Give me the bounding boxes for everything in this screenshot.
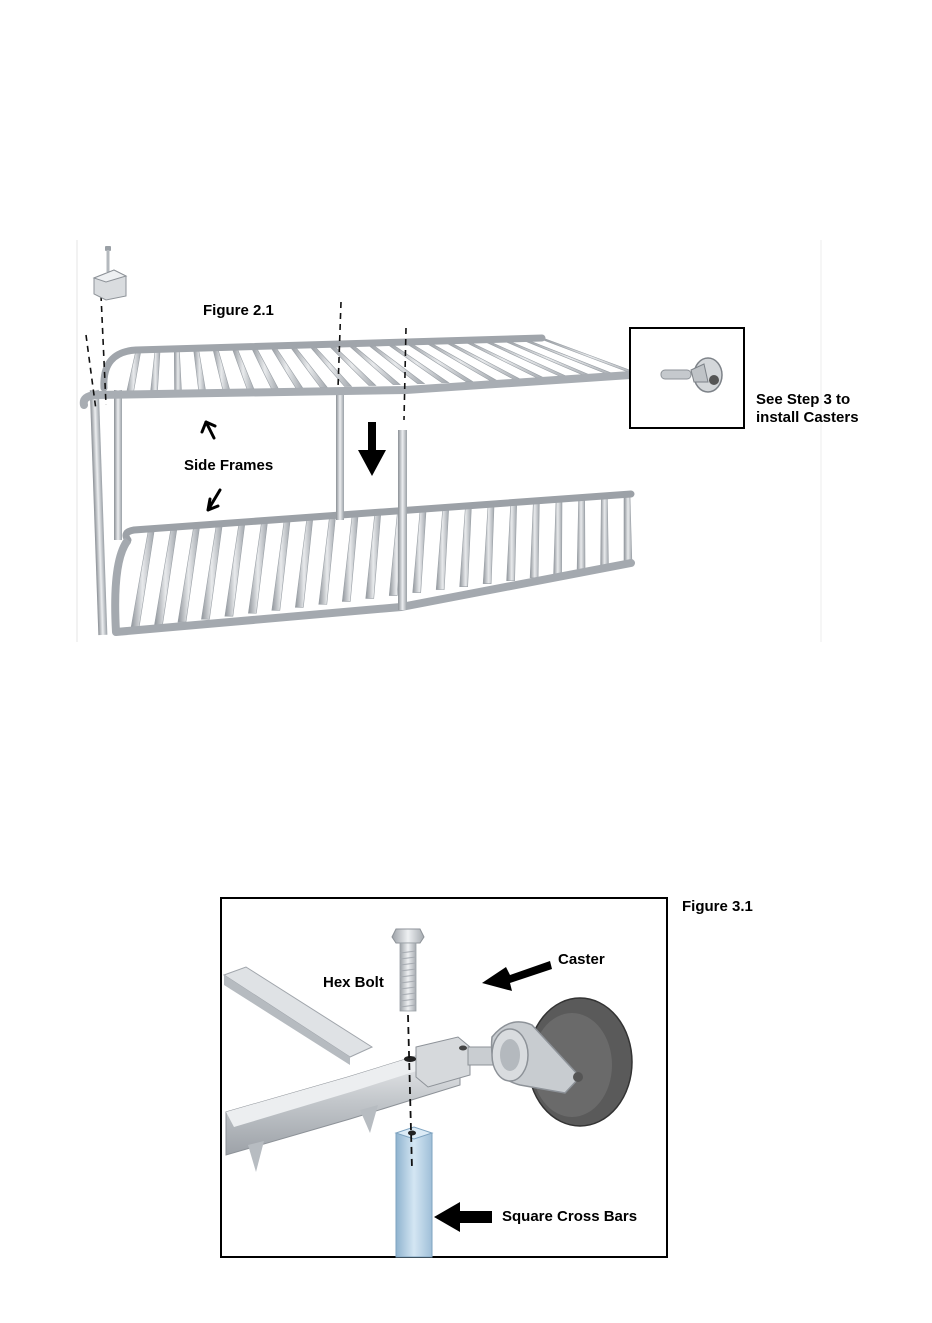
shelf-slat	[530, 503, 539, 578]
shelf-slat	[126, 350, 141, 395]
square-cross-bars-label: Square Cross Bars	[502, 1207, 637, 1226]
shelf-slat	[201, 527, 222, 619]
shelf-slat	[232, 347, 255, 390]
figure-2-1-title: Figure 2.1	[203, 301, 274, 320]
figure-2-1-illustration: Figure 2.1 Side Frames	[76, 240, 836, 642]
figure-3-1-illustration: Hex Bolt Caster Square Cross Bars	[220, 897, 668, 1258]
shelf-slat	[413, 511, 426, 592]
shelf-slat	[519, 339, 619, 376]
side-frame-arrow-icon	[208, 490, 220, 510]
hex-bolt-label: Hex Bolt	[323, 973, 384, 992]
shelf-slat	[154, 530, 176, 625]
shelf-slat	[601, 498, 609, 569]
shelf-slat	[624, 496, 632, 566]
shelf-slat	[327, 344, 375, 385]
shelf-slat	[174, 349, 181, 393]
shelf-slat	[272, 522, 290, 611]
shelf-slat	[483, 506, 494, 583]
shelf-slat	[150, 349, 160, 394]
shelf-slat	[366, 515, 381, 599]
shelf-slat	[538, 338, 643, 375]
caster-label: Caster	[558, 950, 605, 969]
upper-shelf	[84, 338, 663, 405]
shelf-slat	[178, 529, 199, 623]
shelf-slat	[213, 348, 231, 391]
caster-inset	[630, 328, 744, 428]
down-arrow-icon	[358, 422, 386, 476]
shelf-slat	[248, 523, 267, 613]
shelf-slat	[507, 505, 517, 581]
lower-shelf	[115, 494, 632, 632]
shelf-slat	[500, 339, 595, 377]
bolt-and-bracket	[94, 246, 126, 300]
rack-assembly-drawing	[76, 240, 836, 642]
shelf-slat	[193, 348, 205, 392]
shelf-slat	[225, 525, 245, 616]
shelf-slat	[460, 508, 472, 587]
side-frame-arrow-icon	[202, 422, 215, 438]
shelf-slat	[577, 499, 585, 571]
shelf-slat	[319, 518, 336, 604]
shelf-slat	[436, 510, 448, 590]
shelf-slat	[131, 532, 154, 628]
shelf-slat	[342, 517, 358, 602]
caster-note-line2: install Casters	[756, 408, 859, 427]
square-cross-bar	[396, 1127, 432, 1257]
side-frames-label: Side Frames	[184, 456, 273, 475]
caster-note-line1: See Step 3 to	[756, 390, 850, 409]
figure-3-1-title: Figure 3.1	[682, 897, 753, 916]
shelf-slat	[554, 501, 562, 575]
shelf-slat	[295, 520, 312, 607]
